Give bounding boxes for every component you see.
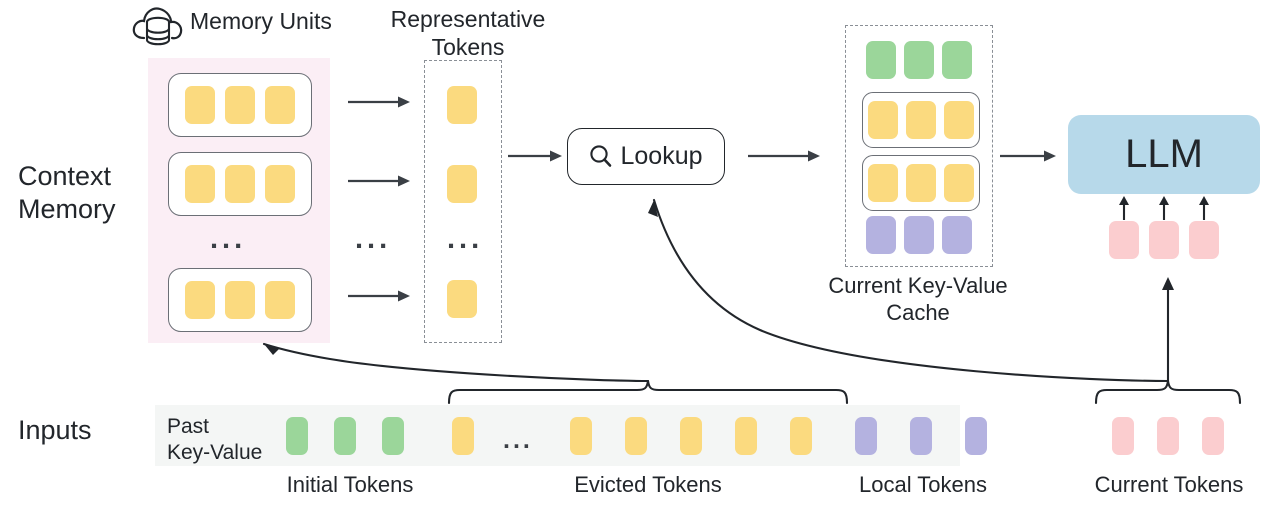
arrow-memory-to-rep-3	[348, 290, 410, 302]
kv-token	[944, 101, 974, 139]
input-token-evicted	[625, 417, 647, 455]
llm-box[interactable]: LLM	[1068, 115, 1260, 194]
arrow-lookup-to-kv-cache	[748, 150, 820, 162]
search-icon	[589, 144, 613, 169]
memory-unit[interactable]	[168, 152, 312, 216]
arrowhead-current-to-lookup	[648, 200, 658, 217]
input-token-evicted	[735, 417, 757, 455]
kv-cache-row-local	[866, 216, 972, 254]
memory-token	[185, 165, 215, 203]
representative-token	[447, 86, 477, 124]
input-token-current	[1202, 417, 1224, 455]
arrow-memory-to-rep-2	[348, 175, 410, 187]
kv-token	[866, 41, 896, 79]
llm-input-token	[1189, 221, 1219, 259]
input-token-initial	[382, 417, 404, 455]
memory-token	[265, 86, 295, 124]
row-label-context-memory: Context Memory	[18, 161, 116, 224]
kv-token	[904, 41, 934, 79]
input-token-local	[910, 417, 932, 455]
representative-tokens-ellipsis: ...	[447, 223, 484, 255]
memory-token	[185, 86, 215, 124]
inputs-band	[155, 405, 960, 466]
memory-token	[265, 165, 295, 203]
group-label-local-tokens: Local Tokens	[858, 472, 987, 497]
group-label-initial-tokens: Initial Tokens	[286, 472, 414, 497]
representative-token	[447, 280, 477, 318]
memory-token	[225, 165, 255, 203]
row-label-inputs: Inputs	[18, 415, 92, 445]
kv-token	[944, 164, 974, 202]
input-token-initial	[286, 417, 308, 455]
input-token-evicted	[790, 417, 812, 455]
kv-token	[906, 101, 936, 139]
arrow-evicted-to-context-memory	[262, 342, 650, 383]
memory-token	[185, 281, 215, 319]
kv-token	[868, 164, 898, 202]
memory-units-ellipsis: ...	[210, 223, 247, 255]
input-token-evicted	[452, 417, 474, 455]
memory-token	[265, 281, 295, 319]
input-token-local	[855, 417, 877, 455]
kv-cache-row-initial	[866, 41, 972, 79]
kv-token	[904, 216, 934, 254]
input-token-evicted	[570, 417, 592, 455]
arrow-current-to-llm-tokens	[1162, 277, 1174, 381]
memory-units-label: Memory Units	[190, 8, 332, 34]
kv-cache-box	[845, 25, 993, 267]
arrow-token-to-llm-3	[1199, 196, 1209, 220]
group-label-evicted-tokens: Evicted Tokens	[574, 472, 722, 497]
memory-token	[225, 281, 255, 319]
arrow-rep-to-lookup	[508, 150, 562, 162]
arrow-kv-cache-to-llm	[1000, 150, 1056, 162]
current-tokens-bracket	[1094, 379, 1242, 405]
arrow-current-to-lookup	[652, 198, 1170, 383]
lookup-label: Lookup	[620, 142, 703, 170]
input-token-local	[965, 417, 987, 455]
kv-token	[906, 164, 936, 202]
llm-input-token	[1149, 221, 1179, 259]
kv-token	[942, 41, 972, 79]
arrow-token-to-llm-1	[1119, 196, 1129, 220]
kv-cache-row-retrieved	[862, 92, 980, 148]
arrow-token-to-llm-2	[1159, 196, 1169, 220]
kv-token	[868, 101, 898, 139]
memory-unit[interactable]	[168, 268, 312, 332]
input-token-current	[1112, 417, 1134, 455]
arrow-memory-to-rep-1	[348, 96, 410, 108]
representative-tokens-box	[424, 60, 502, 343]
arrowhead-evicted-to-context-memory	[264, 344, 280, 355]
memory-unit[interactable]	[168, 73, 312, 137]
representative-tokens-label: Representative Tokens	[390, 6, 546, 61]
group-label-current-tokens: Current Tokens	[1094, 472, 1244, 497]
llm-label: LLM	[1125, 132, 1203, 176]
kv-token	[942, 216, 972, 254]
kv-cache-row-retrieved	[862, 155, 980, 211]
input-token-current	[1157, 417, 1179, 455]
mid-arrow-ellipsis: ...	[355, 223, 392, 255]
kv-cache-label: Current Key-Value Cache	[828, 273, 1008, 325]
lookup-button[interactable]: Lookup	[567, 128, 725, 185]
representative-token	[447, 165, 477, 203]
input-token-evicted	[680, 417, 702, 455]
input-sequence-ellipsis: ...	[503, 426, 533, 454]
evicted-tokens-bracket	[447, 379, 849, 405]
past-key-value-label: Past Key-Value	[167, 415, 263, 464]
input-token-initial	[334, 417, 356, 455]
cloud-database-icon	[130, 2, 186, 48]
memory-token	[225, 86, 255, 124]
kv-token	[866, 216, 896, 254]
llm-input-token	[1109, 221, 1139, 259]
